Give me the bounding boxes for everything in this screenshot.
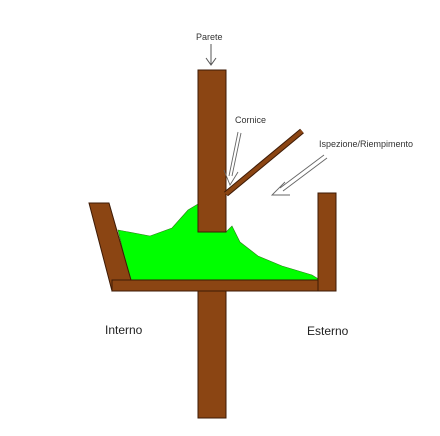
esterno-label: Esterno: [307, 324, 349, 338]
trough-bottom: [111, 279, 337, 292]
inspection-pipe-core: [224, 129, 304, 196]
wall-lower: [197, 290, 227, 419]
cornice-label: Cornice: [235, 115, 266, 125]
ispezione-arrow: [270, 154, 328, 196]
parete-label: Parete: [196, 32, 223, 42]
wall-upper: [197, 69, 227, 233]
green-fill: [117, 203, 322, 281]
interno-label: Interno: [105, 323, 143, 337]
parete-arrow: [205, 44, 217, 66]
ispezione-label: Ispezione/Riempimento: [319, 139, 413, 149]
cornice-arrow: [223, 131, 242, 186]
trough-right-wall: [317, 192, 337, 292]
